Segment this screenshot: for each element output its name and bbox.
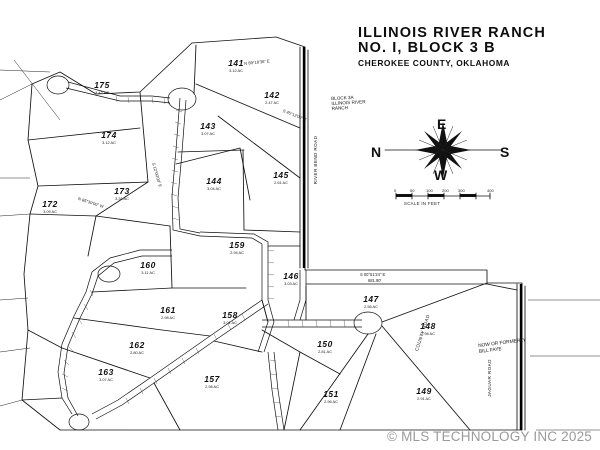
- compass-west-label: W: [434, 167, 448, 183]
- lot-number: 151: [323, 389, 339, 399]
- lot-number: 149: [416, 386, 432, 396]
- road-label-river-bend-road: RIVER BEND ROAD: [313, 135, 318, 185]
- lot-number: 161: [160, 305, 176, 315]
- lot-acreage: 2.98 AC: [161, 315, 175, 320]
- lot-number: 162: [129, 340, 145, 350]
- title-line-2: NO. I, BLOCK 3 B: [358, 40, 496, 56]
- compass-north-label: N: [371, 144, 382, 160]
- title-line-1: ILLINOIS RIVER RANCH: [358, 25, 546, 41]
- lot-acreage: 3.12 AC: [229, 68, 243, 73]
- scale-bar-graphic: [395, 192, 491, 200]
- lot-number: 158: [222, 310, 238, 320]
- compass-rose-graphic: [384, 122, 502, 178]
- lot-acreage: 2.47 AC: [265, 100, 279, 105]
- lot-number: 147: [363, 294, 379, 304]
- lot-number: 159: [229, 240, 245, 250]
- lot-number: 160: [140, 260, 156, 270]
- title-block: ILLINOIS RIVER RANCH NO. I, BLOCK 3 B CH…: [358, 26, 558, 69]
- east-boundary-road: [299, 46, 526, 431]
- lot-acreage: 2.98 AC: [205, 384, 219, 389]
- adjoining-parcel-lines: [0, 59, 600, 431]
- lot-number: 150: [317, 339, 333, 349]
- lot-acreage: 3.03 AC: [284, 281, 298, 286]
- scale-tick-0: 0: [394, 188, 397, 193]
- lot-number: 142: [264, 90, 280, 100]
- lot-acreage: 2.98 AC: [421, 331, 435, 336]
- lot-acreage: 2.81 AC: [318, 349, 332, 354]
- scale-bar-caption: SCALE IN FEET: [404, 201, 441, 206]
- lot-number: 173: [114, 186, 130, 196]
- scale-tick-100: 100: [426, 188, 433, 193]
- lot-number: 174: [101, 130, 117, 140]
- lot-acreage: 2.91 AC: [417, 396, 431, 401]
- lot-number: 172: [42, 199, 58, 209]
- lot-number: 144: [206, 176, 222, 186]
- lot-number: 141: [228, 58, 244, 68]
- lot-acreage: 3.04 AC: [207, 186, 221, 191]
- lot-acreage: 3.09 AC: [43, 209, 57, 214]
- scale-tick-200: 200: [442, 188, 449, 193]
- lot-number: 175: [94, 80, 110, 90]
- lot-acreage: 2.61 AC: [274, 180, 288, 185]
- lot-number: 163: [98, 367, 114, 377]
- lot-acreage: 2.80 AC: [130, 350, 144, 355]
- lot-number: 145: [273, 170, 289, 180]
- lot-acreage: 3.31 AC: [115, 196, 129, 201]
- lot-number: 143: [200, 121, 216, 131]
- lot-number: 148: [420, 321, 436, 331]
- lot-acreage: 3.07 AC: [99, 377, 113, 382]
- compass-south-label: S: [500, 144, 510, 160]
- bearing-callout: 681.90': [368, 278, 382, 283]
- lot-lines: [21, 44, 518, 431]
- copyright-watermark: © MLS TECHNOLOGY INC 2025: [386, 429, 592, 444]
- lot-number: 157: [204, 374, 220, 384]
- lot-acreage: 3.07 AC: [201, 131, 215, 136]
- compass-east-label: E: [437, 116, 447, 132]
- bearing-callout: S 00°51'24" E: [360, 272, 386, 277]
- road-label-jaguar-road: JAGUAR ROAD: [487, 359, 492, 397]
- survey-tick-marks: [61, 95, 346, 418]
- lot-acreage: 2.56 AC: [364, 304, 378, 309]
- title-line-3: CHEROKEE COUNTY, OKLAHOMA: [358, 58, 510, 68]
- scale-tick-400: 400: [487, 188, 494, 193]
- lot-number: 146: [283, 271, 299, 281]
- lot-acreage: 3.12 AC: [102, 140, 116, 145]
- lot-acreage: 2.94 AC: [230, 250, 244, 255]
- lot-acreage: 3.11 AC: [141, 270, 155, 275]
- lot-acreage: 3.42 AC: [95, 90, 109, 95]
- lot-acreage: 3.01 AC: [223, 320, 237, 325]
- scale-tick-50: 50: [410, 188, 415, 193]
- scale-tick-300: 300: [458, 188, 465, 193]
- lot-acreage: 2.96 AC: [324, 399, 338, 404]
